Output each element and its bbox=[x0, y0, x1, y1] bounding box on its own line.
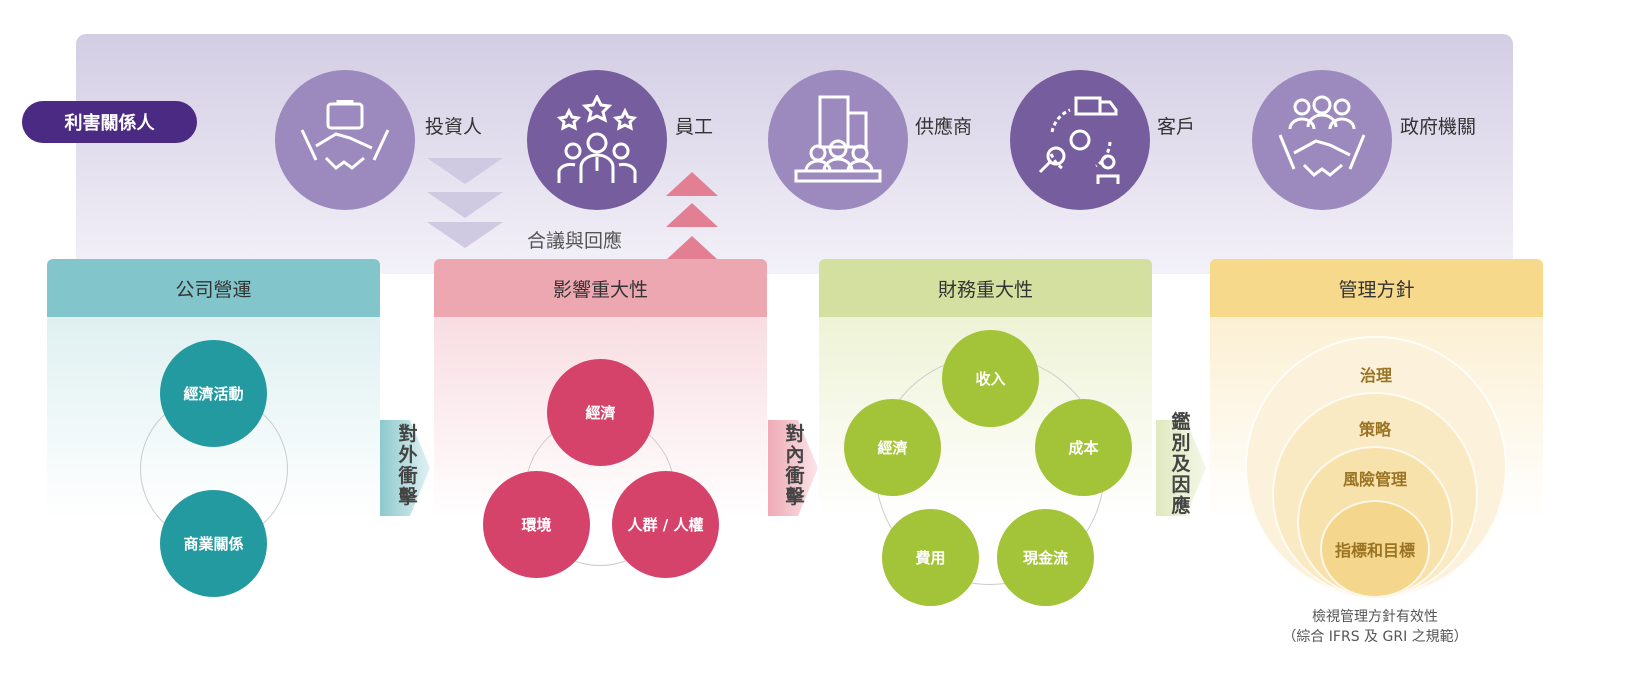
up-arrow-icon bbox=[666, 203, 718, 227]
arrow-label-internal-impact: 對內衝擊 bbox=[785, 423, 805, 508]
stakeholder-customers: 客戶 bbox=[1157, 116, 1196, 138]
chevron-arrow-icon bbox=[380, 420, 430, 516]
down-arrow-icon bbox=[427, 192, 503, 218]
arrow-label-identify-respond: 鑑別及因應 bbox=[1171, 411, 1191, 517]
down-arrow-icon bbox=[427, 222, 503, 248]
layer-label: 治理 bbox=[1359, 366, 1392, 385]
chevron-arrow-icon bbox=[1156, 420, 1206, 516]
item-environment: 環境 bbox=[483, 471, 590, 578]
column-title: 影響重大性 bbox=[434, 259, 767, 317]
chevron-arrow-icon bbox=[768, 420, 818, 516]
layer-label: 指標和目標 bbox=[1334, 541, 1415, 560]
caption-line: 檢視管理方針有效性 bbox=[1312, 609, 1438, 625]
arrow-label-external-impact: 對外衝擊 bbox=[398, 423, 418, 508]
column-operations: 公司營運 bbox=[47, 259, 380, 589]
caption: 檢視管理方針有效性 （綜合 IFRS 及 GRI 之規範） bbox=[1250, 607, 1500, 647]
column-title: 管理方針 bbox=[1210, 259, 1543, 317]
up-arrow-icon bbox=[666, 172, 718, 196]
item-cost: 成本 bbox=[1035, 399, 1132, 496]
stakeholder-government: 政府機關 bbox=[1400, 116, 1477, 138]
column-title: 公司營運 bbox=[47, 259, 380, 317]
item-expense: 費用 bbox=[882, 509, 979, 606]
stakeholder-suppliers: 供應商 bbox=[915, 116, 973, 138]
item-revenue: 收入 bbox=[942, 330, 1039, 427]
up-arrow-icon bbox=[666, 236, 718, 260]
item-cash-flow: 現金流 bbox=[997, 509, 1094, 606]
item-economic-activity: 經濟活動 bbox=[160, 340, 267, 447]
handshake-briefcase-icon bbox=[275, 70, 415, 210]
down-arrow-icon bbox=[427, 158, 503, 184]
item-people-human-rights: 人群 / 人權 bbox=[612, 471, 719, 578]
delivery-customer-icon bbox=[1010, 70, 1150, 210]
stakeholder-employees: 員工 bbox=[675, 116, 714, 138]
item-economy: 經濟 bbox=[844, 399, 941, 496]
column-title: 財務重大性 bbox=[819, 259, 1152, 317]
stakeholder-label: 利害關係人 bbox=[22, 101, 197, 143]
item-economy: 經濟 bbox=[547, 359, 654, 466]
people-handshake-icon bbox=[1252, 70, 1392, 210]
building-people-icon bbox=[768, 70, 908, 210]
team-stars-icon bbox=[527, 70, 667, 210]
caption-line: （綜合 IFRS 及 GRI 之規範） bbox=[1282, 629, 1468, 645]
feedback-label: 合議與回應 bbox=[527, 230, 623, 252]
layer-label: 策略 bbox=[1358, 420, 1391, 439]
layer-label: 風險管理 bbox=[1342, 470, 1407, 489]
item-business-relations: 商業關係 bbox=[160, 490, 267, 597]
stakeholder-investors: 投資人 bbox=[425, 116, 483, 138]
layer-metrics-targets: 指標和目標 bbox=[1320, 500, 1430, 598]
